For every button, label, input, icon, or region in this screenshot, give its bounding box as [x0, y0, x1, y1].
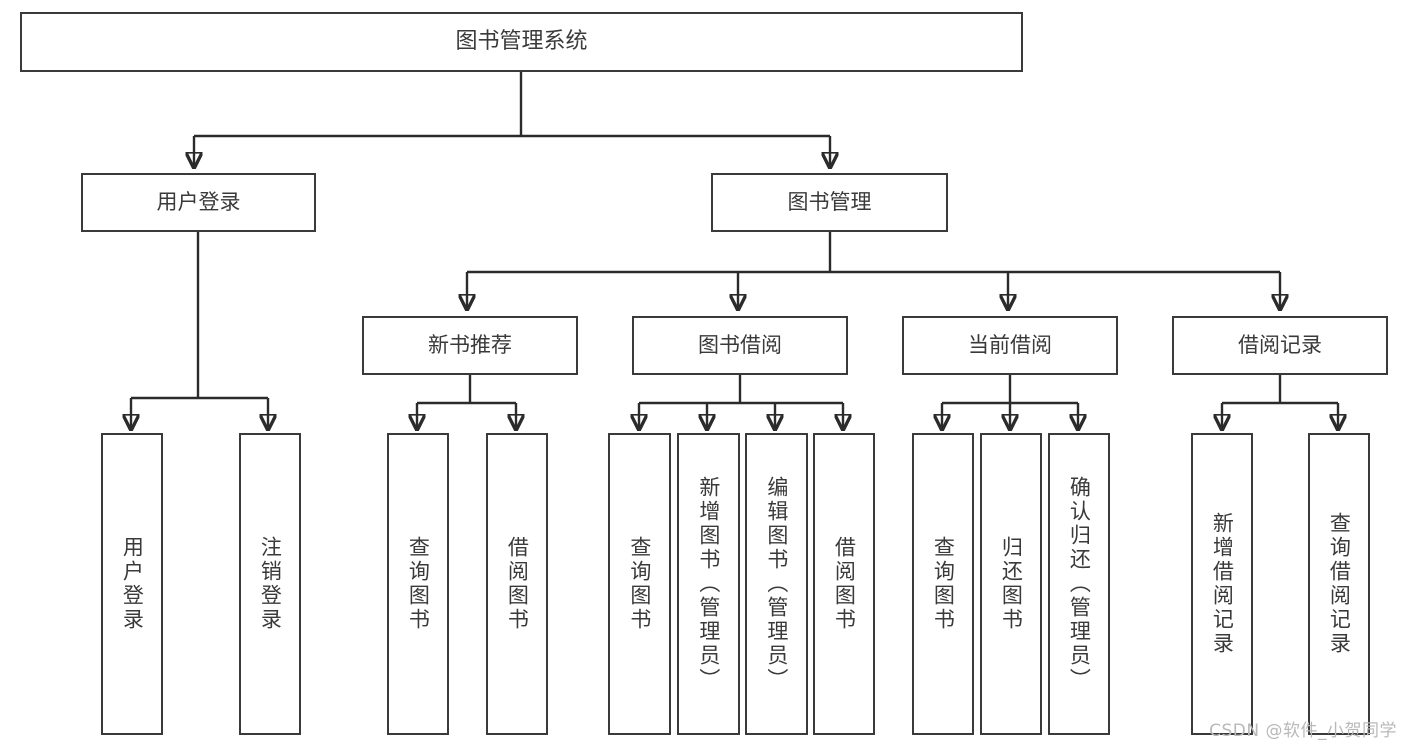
leaf-new-book-borrow[interactable]: 借阅图书: [486, 433, 548, 735]
node-user-login[interactable]: 用户登录: [81, 173, 316, 232]
leaf-current-borrow-query[interactable]: 查询图书: [912, 433, 974, 735]
node-label: 查询图书: [931, 536, 956, 632]
node-label: 用户登录: [120, 536, 145, 632]
node-borrow-record[interactable]: 借阅记录: [1172, 316, 1388, 375]
node-root-system[interactable]: 图书管理系统: [20, 12, 1023, 72]
node-label: 注销登录: [258, 536, 283, 632]
leaf-book-borrow-add[interactable]: 新增图书（管理员）: [677, 433, 740, 735]
node-label: 图书管理系统: [455, 29, 588, 55]
node-label: 查询借阅记录: [1327, 512, 1352, 656]
node-label: 查询图书: [627, 536, 652, 632]
node-label: 新书推荐: [428, 333, 512, 358]
node-label: 编辑图书（管理员）: [764, 476, 789, 692]
leaf-borrow-record-query[interactable]: 查询借阅记录: [1308, 433, 1370, 735]
node-label: 借阅记录: [1238, 333, 1322, 358]
leaf-borrow-record-add[interactable]: 新增借阅记录: [1191, 433, 1253, 735]
watermark: CSDN @软件_小贺同学: [1209, 721, 1397, 741]
leaf-user-login-logout[interactable]: 注销登录: [239, 433, 301, 735]
node-label: 归还图书: [999, 536, 1024, 632]
node-label: 查询图书: [406, 536, 431, 632]
node-label: 图书管理: [787, 190, 872, 215]
node-label: 用户登录: [156, 190, 241, 215]
leaf-user-login-login[interactable]: 用户登录: [101, 433, 163, 735]
node-label: 当前借阅: [968, 333, 1052, 358]
node-book-borrow[interactable]: 图书借阅: [632, 316, 848, 375]
leaf-book-borrow-query[interactable]: 查询图书: [608, 433, 671, 735]
leaf-current-borrow-return[interactable]: 归还图书: [980, 433, 1042, 735]
node-label: 新增图书（管理员）: [696, 476, 721, 692]
leaf-book-borrow-borrow[interactable]: 借阅图书: [813, 433, 875, 735]
node-book-management[interactable]: 图书管理: [711, 173, 948, 232]
node-current-borrow[interactable]: 当前借阅: [902, 316, 1118, 375]
node-new-book-recommend[interactable]: 新书推荐: [362, 316, 578, 375]
leaf-current-borrow-confirm-return[interactable]: 确认归还（管理员）: [1048, 433, 1110, 735]
leaf-book-borrow-edit[interactable]: 编辑图书（管理员）: [745, 433, 808, 735]
node-label: 借阅图书: [832, 536, 857, 632]
node-label: 图书借阅: [698, 333, 782, 358]
node-label: 借阅图书: [505, 536, 530, 632]
leaf-new-book-query[interactable]: 查询图书: [387, 433, 449, 735]
node-label: 确认归还（管理员）: [1067, 476, 1092, 692]
node-label: 新增借阅记录: [1210, 512, 1235, 656]
